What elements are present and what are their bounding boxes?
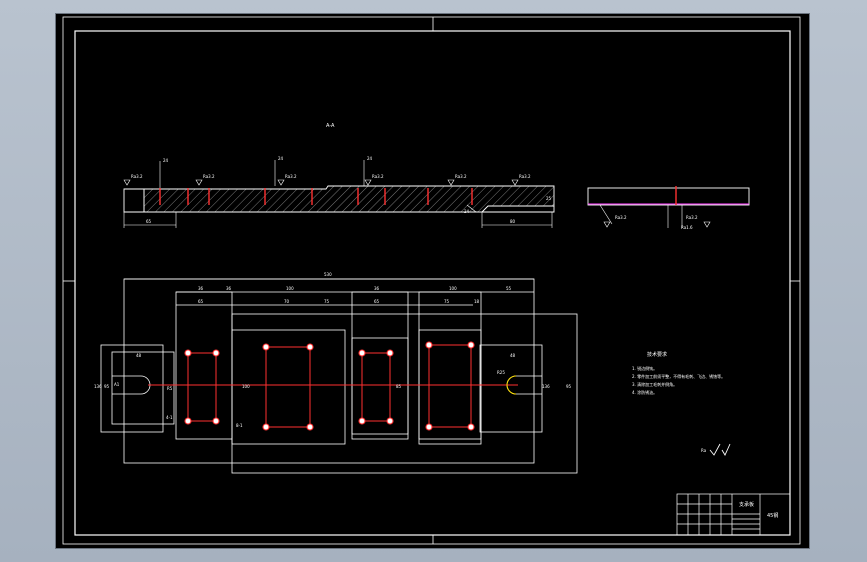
outer-frame — [62, 16, 801, 545]
dim-height-4: 24 — [464, 209, 470, 214]
section-label: A-A — [326, 123, 335, 129]
dim-second-3: 75 — [324, 299, 330, 304]
dim-slot-width-r: 48 — [510, 353, 516, 358]
dim-second-4: 65 — [374, 299, 380, 304]
dim-right-base: 80 — [510, 219, 516, 224]
dim-slot-width: 48 — [136, 353, 142, 358]
dim-bolt-count-2: 4-1 — [166, 415, 173, 420]
roughness-marks — [123, 179, 519, 186]
dim-mid-1: 100 — [242, 384, 250, 389]
side-view: Ra3.2 Ra3.2 Ra1.6 — [587, 186, 750, 230]
title-material: 45钢 — [767, 512, 778, 519]
notes-line-1: 1. 锐边倒钝。 — [632, 365, 657, 371]
plan-view — [100, 278, 578, 474]
dim-left-base: 65 — [146, 219, 152, 224]
notes-line-3: 3. 清除加工毛刺并倒角。 — [632, 381, 677, 387]
dim-right-radius: R25 — [497, 370, 505, 375]
inner-frame — [74, 30, 791, 536]
title-block — [676, 493, 791, 536]
dim-top-2: 36 — [226, 286, 232, 291]
dim-left-inner: 95 — [104, 384, 110, 389]
title-name: 支承板 — [739, 501, 754, 508]
notes-line-2: 2. 零件加工前须平整，不得有毛刺、飞边、锈蚀等。 — [632, 373, 725, 379]
dim-second-2: 70 — [284, 299, 290, 304]
dim-mid-2: 85 — [396, 384, 402, 389]
hole-markers — [184, 341, 475, 431]
dim-top-4: 36 — [374, 286, 380, 291]
section-body — [143, 185, 555, 213]
surface-symbol-text: Ra — [701, 448, 707, 453]
dim-right-inner: 95 — [566, 384, 572, 389]
dim-height-3: 24 — [367, 156, 373, 161]
dim-height-1: 24 — [163, 158, 169, 163]
roughness-4: Ra3.2 — [372, 174, 384, 179]
roughness-5: Ra3.2 — [455, 174, 467, 179]
section-view: A-A 24 — [123, 123, 555, 228]
dim-top-1: 36 — [198, 286, 204, 291]
dim-second-6: 18 — [474, 299, 480, 304]
dim-left-radius: R5 — [167, 386, 173, 391]
surface-finish-symbol — [709, 443, 731, 456]
side-roughness-2: Ra3.2 — [686, 215, 698, 220]
dim-top-6: 55 — [506, 286, 512, 291]
dim-height-2: 24 — [278, 156, 284, 161]
hole-patterns — [187, 344, 472, 428]
section-cuts — [159, 188, 473, 205]
roughness-2: Ra3.2 — [203, 174, 215, 179]
cad-drawing: A-A 24 — [62, 16, 801, 545]
dim-bolt-count: 8-1 — [236, 423, 243, 428]
roughness-6: Ra3.2 — [519, 174, 531, 179]
roughness-3: Ra3.2 — [285, 174, 297, 179]
notes-heading: 技术要求 — [647, 351, 667, 358]
dim-top-5: 100 — [449, 286, 457, 291]
section-right-tail — [482, 206, 555, 213]
label-a1: A1 — [114, 382, 120, 387]
section-outline — [123, 188, 145, 213]
dim-end-height: 25 — [546, 196, 552, 201]
side-roughness-bottom: Ra1.6 — [681, 225, 693, 230]
dim-total: 530 — [324, 272, 332, 277]
roughness-1: Ra3.2 — [131, 174, 143, 179]
dim-left-height: 136 — [94, 384, 102, 389]
dim-second-5: 75 — [444, 299, 450, 304]
slot-highlight — [506, 375, 517, 395]
dim-top-3: 100 — [286, 286, 294, 291]
dim-second-1: 65 — [198, 299, 204, 304]
dim-right-height: 136 — [542, 384, 550, 389]
cad-viewport[interactable]: A-A 24 — [56, 14, 809, 548]
side-roughness: Ra3.2 — [615, 215, 627, 220]
technical-notes: 技术要求 1. 锐边倒钝。 2. 零件加工前须平整，不得有毛刺、飞边、锈蚀等。 … — [632, 351, 725, 395]
notes-line-4: 4. 涂防锈油。 — [632, 389, 657, 395]
